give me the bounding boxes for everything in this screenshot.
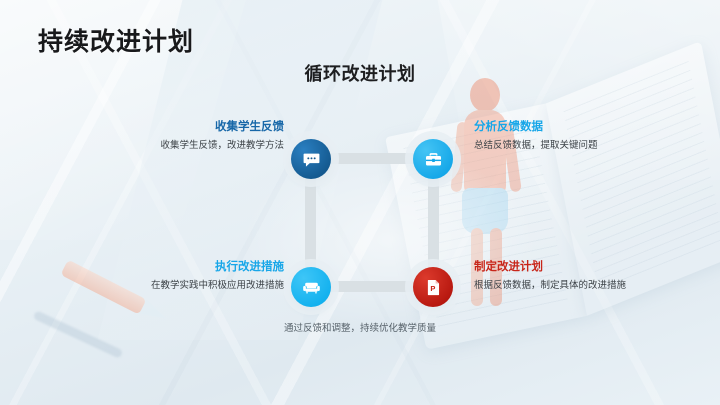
node-analyze-feedback[interactable] — [413, 139, 453, 179]
diagram-heading: 循环改进计划 — [304, 64, 416, 84]
connector-top — [311, 153, 433, 164]
svg-text:P: P — [430, 283, 435, 292]
label-title: 执行改进措施 — [215, 261, 284, 273]
label-collect-feedback: 收集学生反馈 收集学生反馈，改进教学方法 — [84, 120, 284, 152]
connector-bottom — [311, 281, 433, 292]
node-execute-improvement[interactable] — [291, 267, 331, 307]
label-desc: 根据反馈数据，制定具体的改进措施 — [474, 279, 627, 291]
label-title: 分析反馈数据 — [474, 121, 543, 133]
background-panel-right — [430, 0, 720, 180]
page-title: 持续改进计划 — [38, 28, 195, 56]
label-title: 制定改进计划 — [474, 261, 543, 273]
label-desc: 收集学生反馈，改进教学方法 — [160, 139, 284, 151]
label-analyze-feedback: 分析反馈数据 总结反馈数据，提取关键问题 — [474, 120, 694, 152]
pencil-shadow — [32, 310, 124, 359]
label-desc: 总结反馈数据，提取关键问题 — [474, 139, 598, 151]
footnote-text: 通过反馈和调整，持续优化教学质量 — [283, 323, 436, 334]
sofa-icon — [302, 278, 321, 297]
briefcase-icon — [424, 150, 443, 169]
node-collect-feedback[interactable] — [291, 139, 331, 179]
node-make-plan[interactable]: P — [413, 267, 453, 307]
label-title: 收集学生反馈 — [215, 121, 284, 133]
label-execute-improvement: 执行改进措施 在教学实践中积极应用改进措施 — [80, 260, 284, 292]
connector-right — [428, 159, 439, 281]
chat-bubble-icon — [302, 150, 321, 169]
label-desc: 在教学实践中积极应用改进措施 — [150, 279, 284, 291]
connector-left — [305, 159, 316, 281]
label-make-plan: 制定改进计划 根据反馈数据，制定具体的改进措施 — [474, 260, 704, 292]
center-glow — [240, 150, 540, 330]
presentation-file-icon: P — [424, 278, 443, 297]
